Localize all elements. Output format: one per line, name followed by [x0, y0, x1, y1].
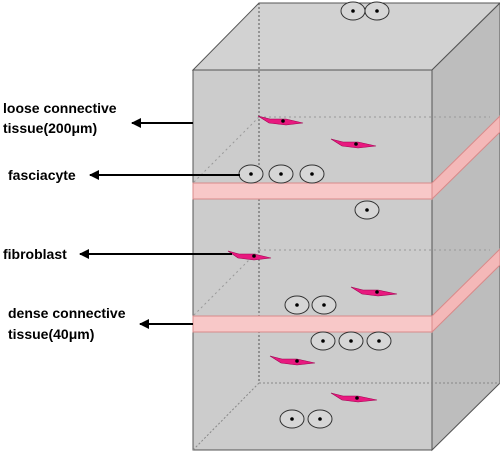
dense-layer-upper [192, 115, 500, 201]
box-front-face [192, 69, 433, 451]
fasciacyte-cells [238, 1, 392, 429]
fasciacyte-cell [284, 295, 310, 315]
fasciacyte-cell [354, 200, 380, 220]
fibroblast-cell [227, 250, 272, 261]
label-fibroblast: fibroblast [3, 246, 67, 262]
annotation-arrows [79, 118, 240, 329]
fasciacyte-cell [310, 331, 336, 351]
fasciacyte-cell [311, 295, 337, 315]
fasciacyte-cell [366, 331, 392, 351]
plane-line [192, 249, 260, 317]
fasciacyte-cell [238, 164, 264, 184]
fibroblast-cell [330, 392, 378, 403]
box-right-face [431, 2, 500, 452]
fibroblast-cell [269, 355, 316, 366]
fasciacyte-cell [338, 331, 364, 351]
dense-layer-front [192, 315, 433, 333]
fibroblast-cell [257, 115, 304, 126]
fibroblast-cells [227, 115, 398, 403]
label-dense-connective-line1: dense connective [8, 305, 126, 321]
fasciacyte-cell [279, 409, 305, 429]
fasciacyte-cell [340, 1, 366, 21]
fasciacyte-cell [268, 164, 294, 184]
dense-layer-side [431, 248, 500, 334]
tissue-box [191, 2, 500, 452]
fasciacyte-cell [364, 1, 390, 21]
fibroblast-cell [330, 138, 377, 149]
fasciacyte-cell [299, 164, 325, 184]
label-fasciacyte: fasciacyte [8, 167, 76, 183]
dense-layer-side [431, 115, 500, 201]
fasciacyte-cell [307, 409, 333, 429]
dense-layer-front [192, 182, 433, 200]
label-loose-connective-line2: tissue(200μm) [3, 120, 97, 136]
fibroblast-cell [350, 286, 398, 297]
plane-line [192, 116, 260, 184]
label-loose-connective-line1: loose connective [3, 100, 117, 116]
label-dense-connective-line2: tissue(40μm) [8, 326, 94, 342]
